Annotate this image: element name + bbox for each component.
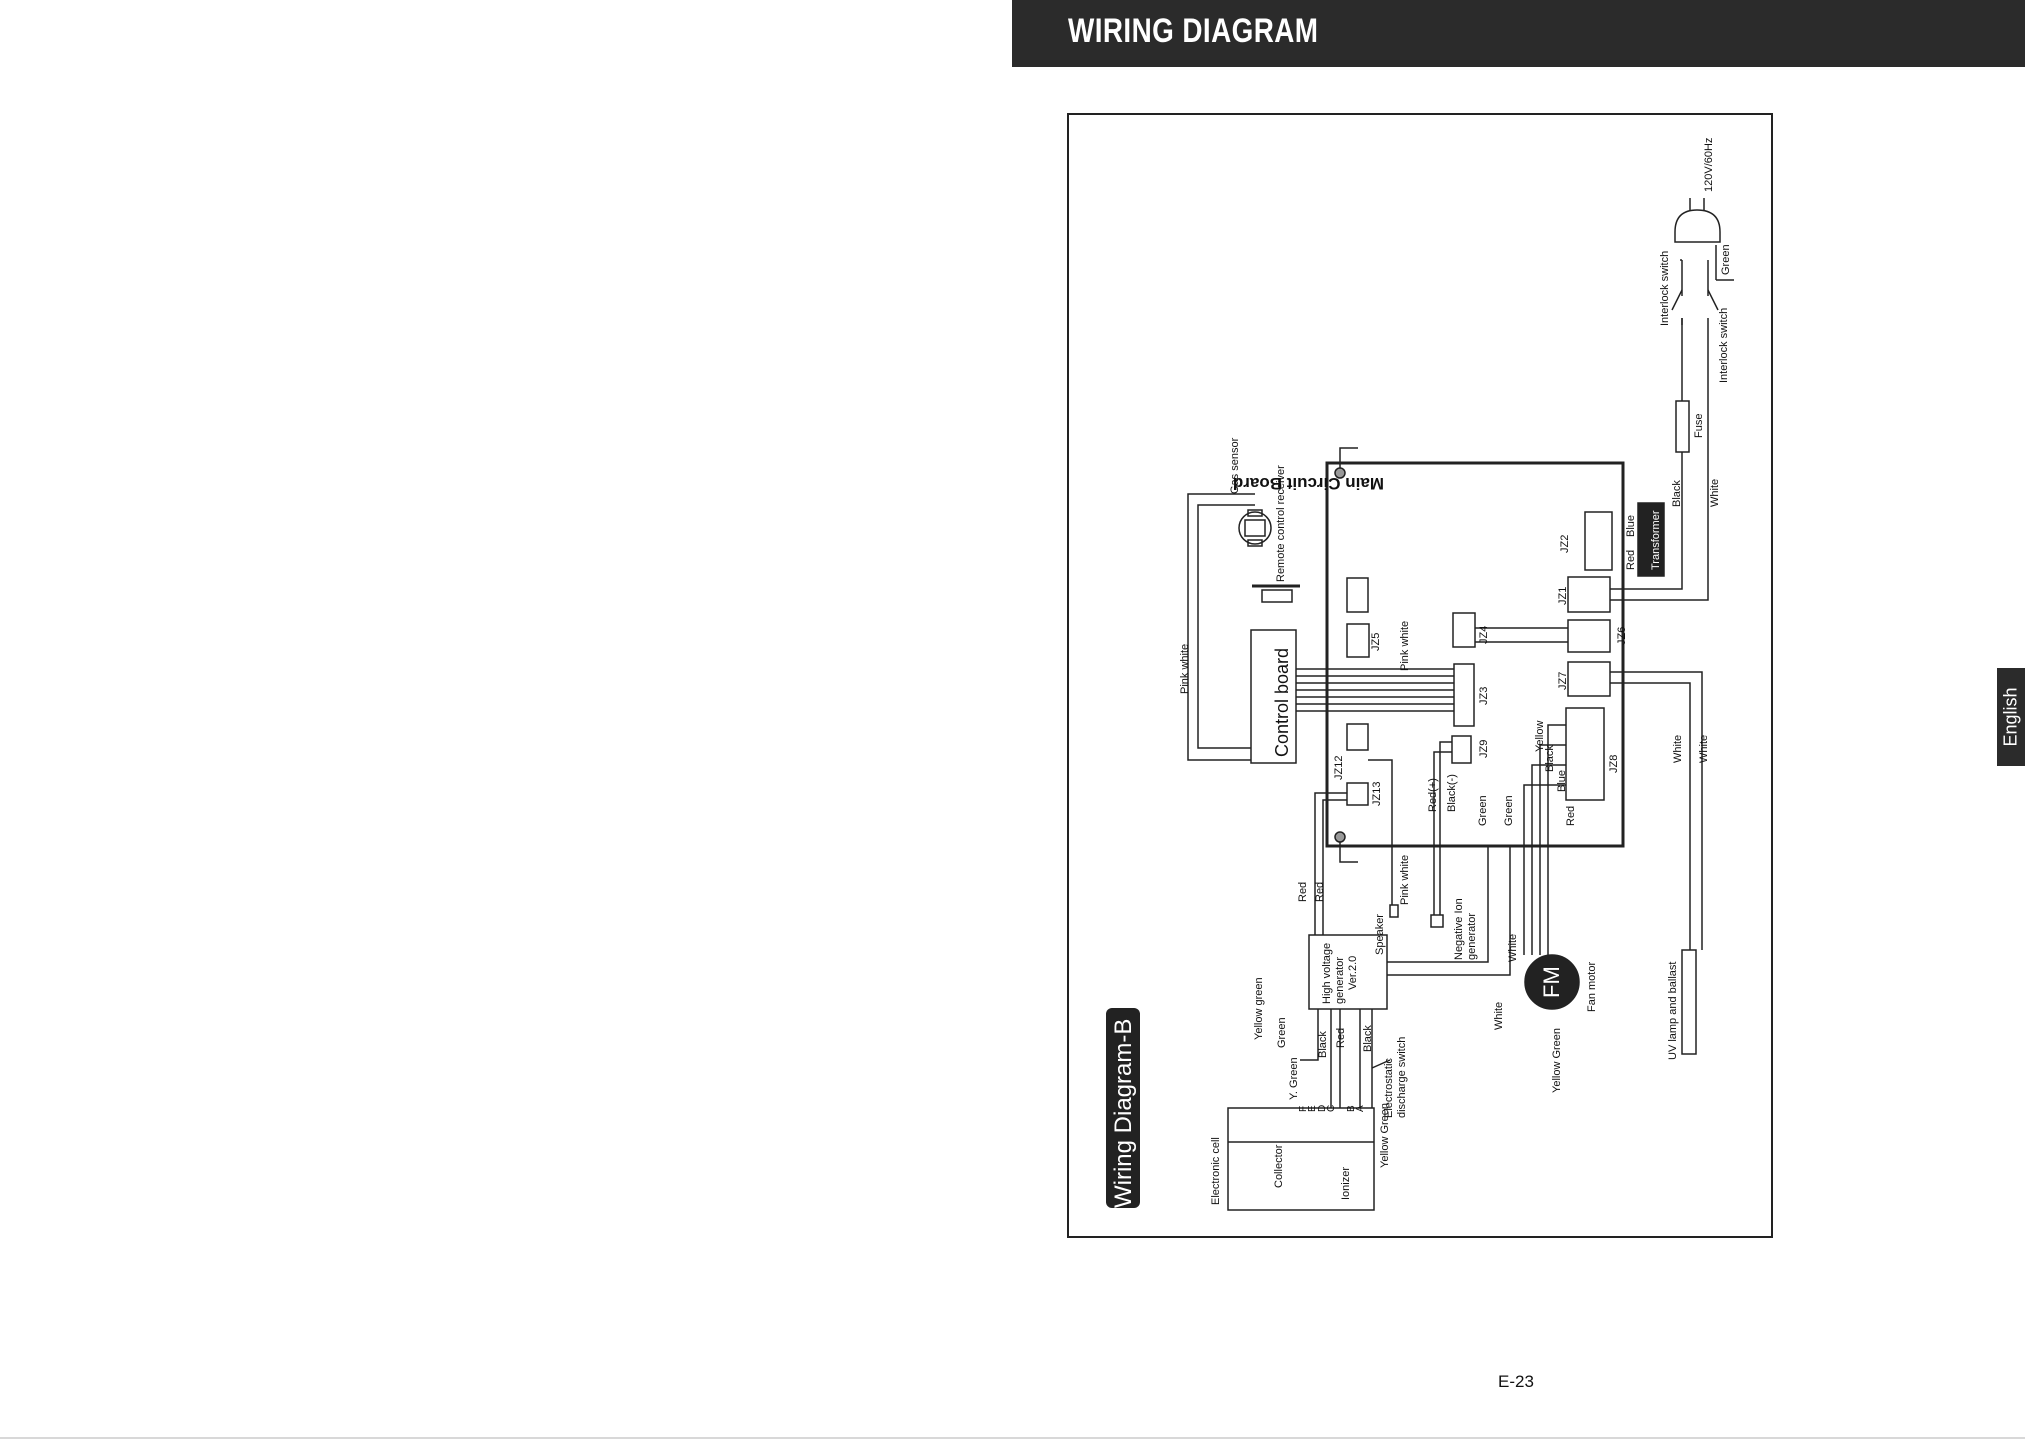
bottom-rule [0,1437,2025,1439]
main-circuit-board [1325,461,1625,848]
green-wire-label-2: Green [1503,795,1515,826]
terminal-b: B [1346,1105,1357,1112]
connector-jz5 [1346,623,1370,658]
connector-jz7 [1567,661,1611,697]
header-bar [1012,0,2025,67]
hv-label-1: High voltage [1321,943,1333,1004]
transformer-label: Transformer [1650,510,1662,570]
red-wire-label-4: Red [1314,882,1326,902]
terminal-e: E [1307,1105,1318,1112]
yellow-wire-label: Yellow [1534,721,1546,752]
pink-white-label-1: Pink white [1179,644,1191,694]
gas-sensor [1238,511,1272,545]
jz6-label: JZ6 [1616,627,1628,645]
connector-jz8 [1565,707,1605,801]
fuse [1675,400,1690,453]
hv-label-3: Ver.2.0 [1347,956,1359,990]
jz5-label: JZ5 [1370,633,1382,651]
blue-wire-label-1: Blue [1625,515,1637,537]
yellow-green-label-1: Yellow green [1253,977,1265,1040]
connector-jz9 [1451,735,1472,764]
terminal-a: A [1355,1105,1366,1112]
collector-label: Collector [1273,1144,1285,1188]
connector-jz4 [1452,612,1476,648]
red-wire-label-3: Red [1297,882,1309,902]
green-wire-label-3: Green [1276,1017,1288,1048]
white-wire-label-5: White [1493,1002,1505,1030]
power-label: 120V/60Hz [1703,138,1715,192]
terminal-c: C [1326,1105,1337,1112]
red-wire-label-5: Red [1335,1028,1347,1048]
green-wire-label-1: Green [1477,795,1489,826]
jz7-label: JZ7 [1557,672,1569,690]
connector-jz2 [1584,511,1613,571]
yellow-green-label-2: Yellow Green [1379,1103,1391,1168]
green-ground-label: Green [1720,244,1732,275]
fuse-label: Fuse [1693,414,1705,438]
white-wire-label-1: White [1709,479,1721,507]
black-wire-label: Black [1671,480,1683,507]
connector-jz6 [1567,619,1611,653]
pink-white-label-2: Pink white [1399,621,1411,671]
white-wire-label-3: White [1698,735,1710,763]
page-number: E-23 [1498,1372,1534,1391]
y-green-label: Y. Green [1288,1057,1300,1100]
black-wire-label-3: Black [1317,1031,1329,1058]
high-voltage-generator [1308,934,1388,1010]
blue-wire-label-2: Blue [1556,770,1568,792]
connector-jz13 [1346,782,1369,806]
uv-lamp-label: UV lamp and ballast [1667,962,1679,1060]
jz4-label: JZ4 [1478,626,1490,644]
red-wire-label-1: Red [1625,550,1637,570]
fan-motor-symbol: FM [1539,966,1564,998]
electronic-cell [1227,1107,1375,1211]
remote-receiver-label: Remote control receiver [1275,465,1287,582]
terminal-d: D [1317,1105,1328,1112]
page-title: WIRING DIAGRAM [1068,12,1319,50]
white-wire-label-4: White [1507,934,1519,962]
main-board-label: Main Circuit Board [1233,474,1384,493]
jz12-label: JZ12 [1333,756,1345,780]
black-wire-label-4: Black [1362,1025,1374,1052]
jz13-label: JZ13 [1371,782,1383,806]
black-wire-label-2: Black [1544,745,1556,772]
control-board-label: Control board [1272,648,1292,757]
jz8-label: JZ8 [1608,755,1620,773]
connector-jz1 [1567,576,1611,613]
red-wire-label-2: Red [1565,806,1577,826]
uv-lamp [1681,949,1697,1055]
diagram-frame [1067,113,1773,1238]
interlock-switch-label-1: Interlock switch [1659,251,1671,326]
black-minus-label: Black(-) [1446,774,1458,812]
red-plus-label: Red(+) [1427,778,1439,812]
connector-jz-unlabeled [1346,577,1369,613]
language-tab [1997,668,2025,766]
diagram-title: Wiring Diagram-B [1110,1019,1137,1208]
speaker-label: Speaker [1374,914,1386,955]
electronic-cell-label: Electronic cell [1210,1137,1222,1205]
yellow-green-label-fm: Yellow Green [1551,1028,1563,1093]
jz1-label: JZ1 [1557,587,1569,605]
terminal-f: F [1298,1106,1309,1112]
connector-jz12 [1346,723,1369,751]
ionizer-label: Ionizer [1340,1167,1352,1200]
pink-white-label-3: Pink white [1399,855,1411,905]
jz3-label: JZ3 [1478,687,1490,705]
electrostatic-label-1: Electrostatic [1383,1058,1395,1118]
interlock-switch-label-2: Interlock switch [1718,308,1730,383]
electrostatic-label-2: discharge switch [1396,1037,1408,1118]
transformer-box [1637,502,1665,577]
gas-sensor-label: Gas sensor [1229,437,1241,494]
white-wire-label-2: White [1672,735,1684,763]
negative-ion-label-1: Negative Ion [1453,898,1465,960]
jz2-label: JZ2 [1559,535,1571,553]
connector-jz3 [1453,663,1475,727]
remote-receiver [1261,589,1293,603]
jz9-label: JZ9 [1478,740,1490,758]
fan-motor-label: Fan motor [1586,962,1598,1012]
fan-motor [1524,954,1580,1010]
negative-ion-label-2: generator [1466,913,1478,960]
hv-label-2: generator [1334,957,1346,1004]
